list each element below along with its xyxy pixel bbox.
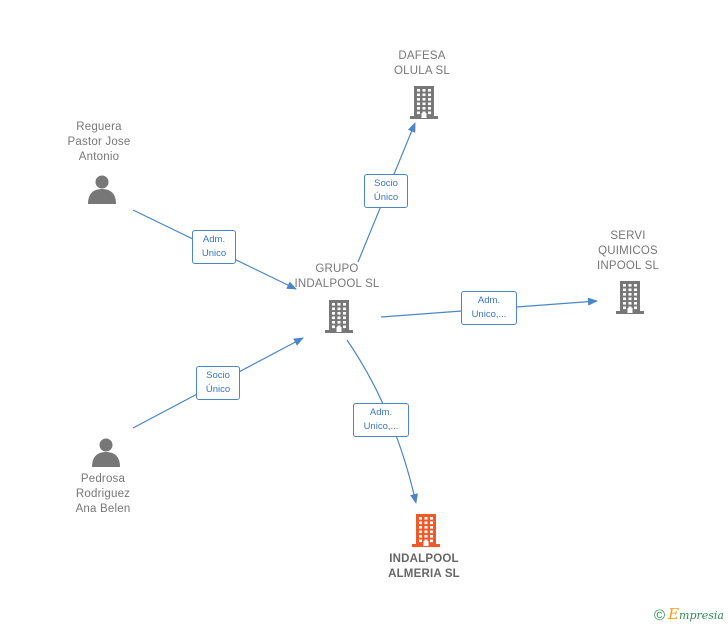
building-icon-grupo bbox=[325, 300, 353, 333]
building-icon[interactable] bbox=[323, 298, 355, 334]
node-label-dafesa[interactable]: DAFESA OLULA SL bbox=[394, 50, 450, 77]
empresia-watermark: ©Empresia bbox=[654, 605, 724, 624]
brand-logo-initial: E bbox=[668, 604, 680, 623]
building-icon-almeria bbox=[412, 514, 440, 547]
edge-label-pedrosa-grupo: Socio Único bbox=[196, 366, 240, 400]
node-label-reguera[interactable]: Reguera Pastor Jose Antonio bbox=[67, 121, 131, 163]
edge-label-grupo-servi: Adm. Unico,... bbox=[461, 291, 517, 325]
node-label-servi[interactable]: SERVI QUIMICOS INPOOL SL bbox=[596, 230, 660, 272]
node-label-almeria[interactable]: INDALPOOL ALMERIA SL bbox=[388, 553, 460, 580]
person-icon-reguera bbox=[88, 175, 116, 204]
node-label-pedrosa[interactable]: Pedrosa Rodriguez Ana Belen bbox=[75, 473, 131, 515]
person-icon-pedrosa bbox=[92, 438, 120, 467]
edge-label-grupo-dafesa: Socio Único bbox=[364, 174, 408, 208]
node-label-grupo[interactable]: GRUPO INDALPOOL SL bbox=[294, 263, 380, 290]
brand-logo-text: mpresia bbox=[679, 608, 724, 622]
person-icon[interactable] bbox=[90, 436, 122, 468]
edge-label-reguera-grupo: Adm. Unico bbox=[192, 230, 236, 264]
building-icon[interactable] bbox=[614, 279, 646, 315]
building-icon-dafesa bbox=[410, 86, 438, 119]
copyright-symbol: © bbox=[654, 607, 666, 624]
person-icon[interactable] bbox=[86, 173, 118, 205]
building-icon-servi bbox=[616, 281, 644, 314]
building-icon[interactable] bbox=[410, 512, 442, 548]
edge-label-grupo-almeria: Adm. Unico,... bbox=[353, 403, 409, 437]
building-icon[interactable] bbox=[408, 84, 440, 120]
